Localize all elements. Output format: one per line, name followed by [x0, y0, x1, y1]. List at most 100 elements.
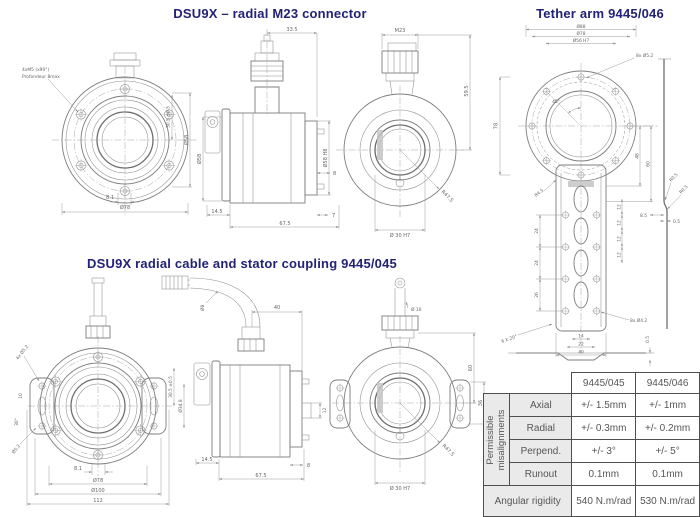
table-corner	[484, 373, 572, 394]
dim-label: 60	[646, 161, 652, 167]
dim-label: 12	[617, 236, 623, 242]
dim-label: 8	[307, 463, 310, 469]
arm-marking	[568, 181, 594, 187]
dim-label: Ø88	[576, 23, 585, 30]
title-m23: DSU9X – radial M23 connector	[173, 6, 367, 21]
dim-label: 12	[322, 408, 328, 414]
dim-label: Ø78	[576, 30, 585, 37]
dim-label: 8x Ø4.2	[630, 317, 647, 324]
row-label-radial: Radial	[509, 416, 573, 440]
row-label-axial: Axial	[509, 393, 573, 417]
dim-label: 30.5 ±0.5	[168, 376, 174, 398]
dim-label: R47.5	[441, 443, 456, 458]
dim-label: 36	[478, 400, 484, 406]
title-tether-arm: Tether arm 9445/046	[536, 6, 664, 21]
cable-front-dimensions: 4x Ø5.2 10 30° Ø5.2 8.1 Ø78 Ø100 112 30.…	[10, 343, 185, 506]
dim-label: R47.5	[440, 189, 455, 204]
dim-label: 8.5	[640, 213, 647, 219]
dim-label: R0.5	[668, 172, 679, 183]
hub-marking	[377, 383, 383, 413]
radial-value-045: +/- 0.3mm	[571, 416, 637, 440]
dim-label: 14.5	[201, 457, 212, 463]
dim-label: 67.5	[279, 221, 290, 227]
m23-side-dimensions: 33.5 Ø58 Ø58 H8 14.5 67.5 7 8	[196, 27, 340, 229]
dim-label: 40	[274, 305, 280, 311]
dim-label: Ø58 H8	[322, 149, 329, 168]
drawing-m23-side-view: 33.5 Ø58 Ø58 H8 14.5 67.5 7 8	[196, 27, 340, 229]
m23-front-geometry	[52, 52, 198, 217]
rigidity-value-046: 530 N.m/rad	[635, 485, 700, 517]
dim-label: Ø 30 H7	[390, 232, 410, 239]
tether-dimensions: Ø88 Ø78 Ø56 H7 8x Ø5.2 45° 78 48 60 R4.5…	[494, 23, 690, 366]
dim-label: 30°	[14, 418, 20, 426]
dim-label: Ø78	[120, 204, 130, 211]
dim-label: 26	[534, 292, 540, 298]
drawing-cable-side-view: Ø8 40 12 8 14.5 67.5	[161, 275, 328, 481]
title-radial-cable: DSU9X radial cable and stator coupling 9…	[87, 256, 397, 271]
cable-side-dimensions: Ø8 40 12 8 14.5 67.5	[195, 290, 328, 481]
dim-label: 8.1	[74, 466, 82, 472]
dim-label: 112	[93, 498, 103, 504]
dim-label: Ø 30 H7	[390, 485, 410, 492]
cable-rear-dimensions: Ø 10 60 36 R47.5 Ø 30 H7	[374, 301, 486, 492]
dim-label: Ø 10	[411, 306, 422, 313]
dim-label: 60	[468, 365, 474, 371]
runout-value-045: 0.1mm	[571, 462, 637, 486]
perpend-value-045: +/- 3°	[571, 439, 637, 463]
drawing-cable-rear-view: Ø 10 60 36 R47.5 Ø 30 H7	[329, 277, 486, 492]
dim-label: 8	[333, 171, 336, 177]
dim-label: 48	[635, 153, 641, 159]
dim-label: 4xM5 (x90°)	[22, 67, 49, 73]
dim-label: 40	[578, 350, 584, 356]
dim-label: 24	[534, 260, 540, 266]
dim-label: R0.5	[678, 184, 689, 195]
dim-label: 22	[578, 342, 584, 348]
dim-label: Ø56 H7	[573, 37, 590, 44]
axial-value-046: +/- 1mm	[635, 393, 700, 417]
hub-marking	[377, 130, 383, 160]
dim-label: Ø5.2	[10, 443, 22, 456]
cable-side-geometry	[161, 275, 312, 458]
dim-label: Ø8	[199, 305, 206, 311]
row-label-perpend: Perpend.	[509, 439, 573, 463]
dim-label: 30.5 ±0.5	[166, 106, 172, 128]
permissible-misalignments-label: Permissible misalignments	[484, 409, 507, 470]
dim-label: 33.5	[286, 27, 297, 33]
dim-label: 78	[494, 123, 500, 129]
dim-label: Ø34.8	[177, 399, 184, 412]
runout-value-046: 0.1mm	[635, 462, 700, 486]
dim-label: 14.5	[211, 209, 222, 215]
dim-label: 12	[617, 204, 623, 210]
dim-label: Ø78	[93, 477, 103, 484]
misalignment-table: 9445/045 9445/046 Permissible misalignme…	[482, 372, 700, 517]
dim-label: Ø100	[91, 487, 104, 494]
dim-label: 8x Ø5.2	[636, 52, 653, 59]
dim-label: 4x Ø5.2	[14, 343, 30, 361]
dim-label: R4.5	[534, 188, 546, 199]
cable-front-geometry	[28, 277, 172, 476]
row-label-angular-rigidity: Angular rigidity	[482, 485, 573, 517]
dim-label: 0.5	[673, 219, 680, 225]
dim-label: 7	[332, 213, 335, 219]
dim-label: 8.1	[106, 195, 114, 201]
dim-label: 12	[617, 252, 623, 258]
perpend-value-046: +/- 5°	[635, 439, 700, 463]
m23-side-geometry	[204, 29, 325, 204]
axial-value-045: +/- 1.5mm	[571, 393, 637, 417]
drawing-m23-rear-view: M23 59.5 R47.5 Ø 30 H7	[336, 28, 472, 239]
cable-rear-geometry	[329, 277, 478, 472]
dim-label: 10	[18, 393, 24, 399]
dim-label: Profondeur 8max	[22, 74, 60, 80]
drawing-m23-front-view: 4xM5 (x90°) Profondeur 8max Ø78 8.1 30.5…	[22, 52, 198, 217]
dim-label: Ø58	[196, 154, 203, 164]
dim-label: 45°	[552, 99, 560, 105]
dim-label: 67.5	[255, 473, 266, 479]
dim-label: 14	[578, 334, 584, 340]
side-label-cell: Permissible misalignments	[482, 393, 511, 486]
rigidity-value-045: 540 N.m/rad	[571, 485, 637, 517]
drawing-cable-front-view: 4x Ø5.2 10 30° Ø5.2 8.1 Ø78 Ø100 112 30.…	[10, 277, 185, 506]
dim-label: M23	[395, 28, 406, 34]
row-label-runout: Runout	[509, 462, 573, 486]
radial-value-046: +/- 0.2mm	[635, 416, 700, 440]
